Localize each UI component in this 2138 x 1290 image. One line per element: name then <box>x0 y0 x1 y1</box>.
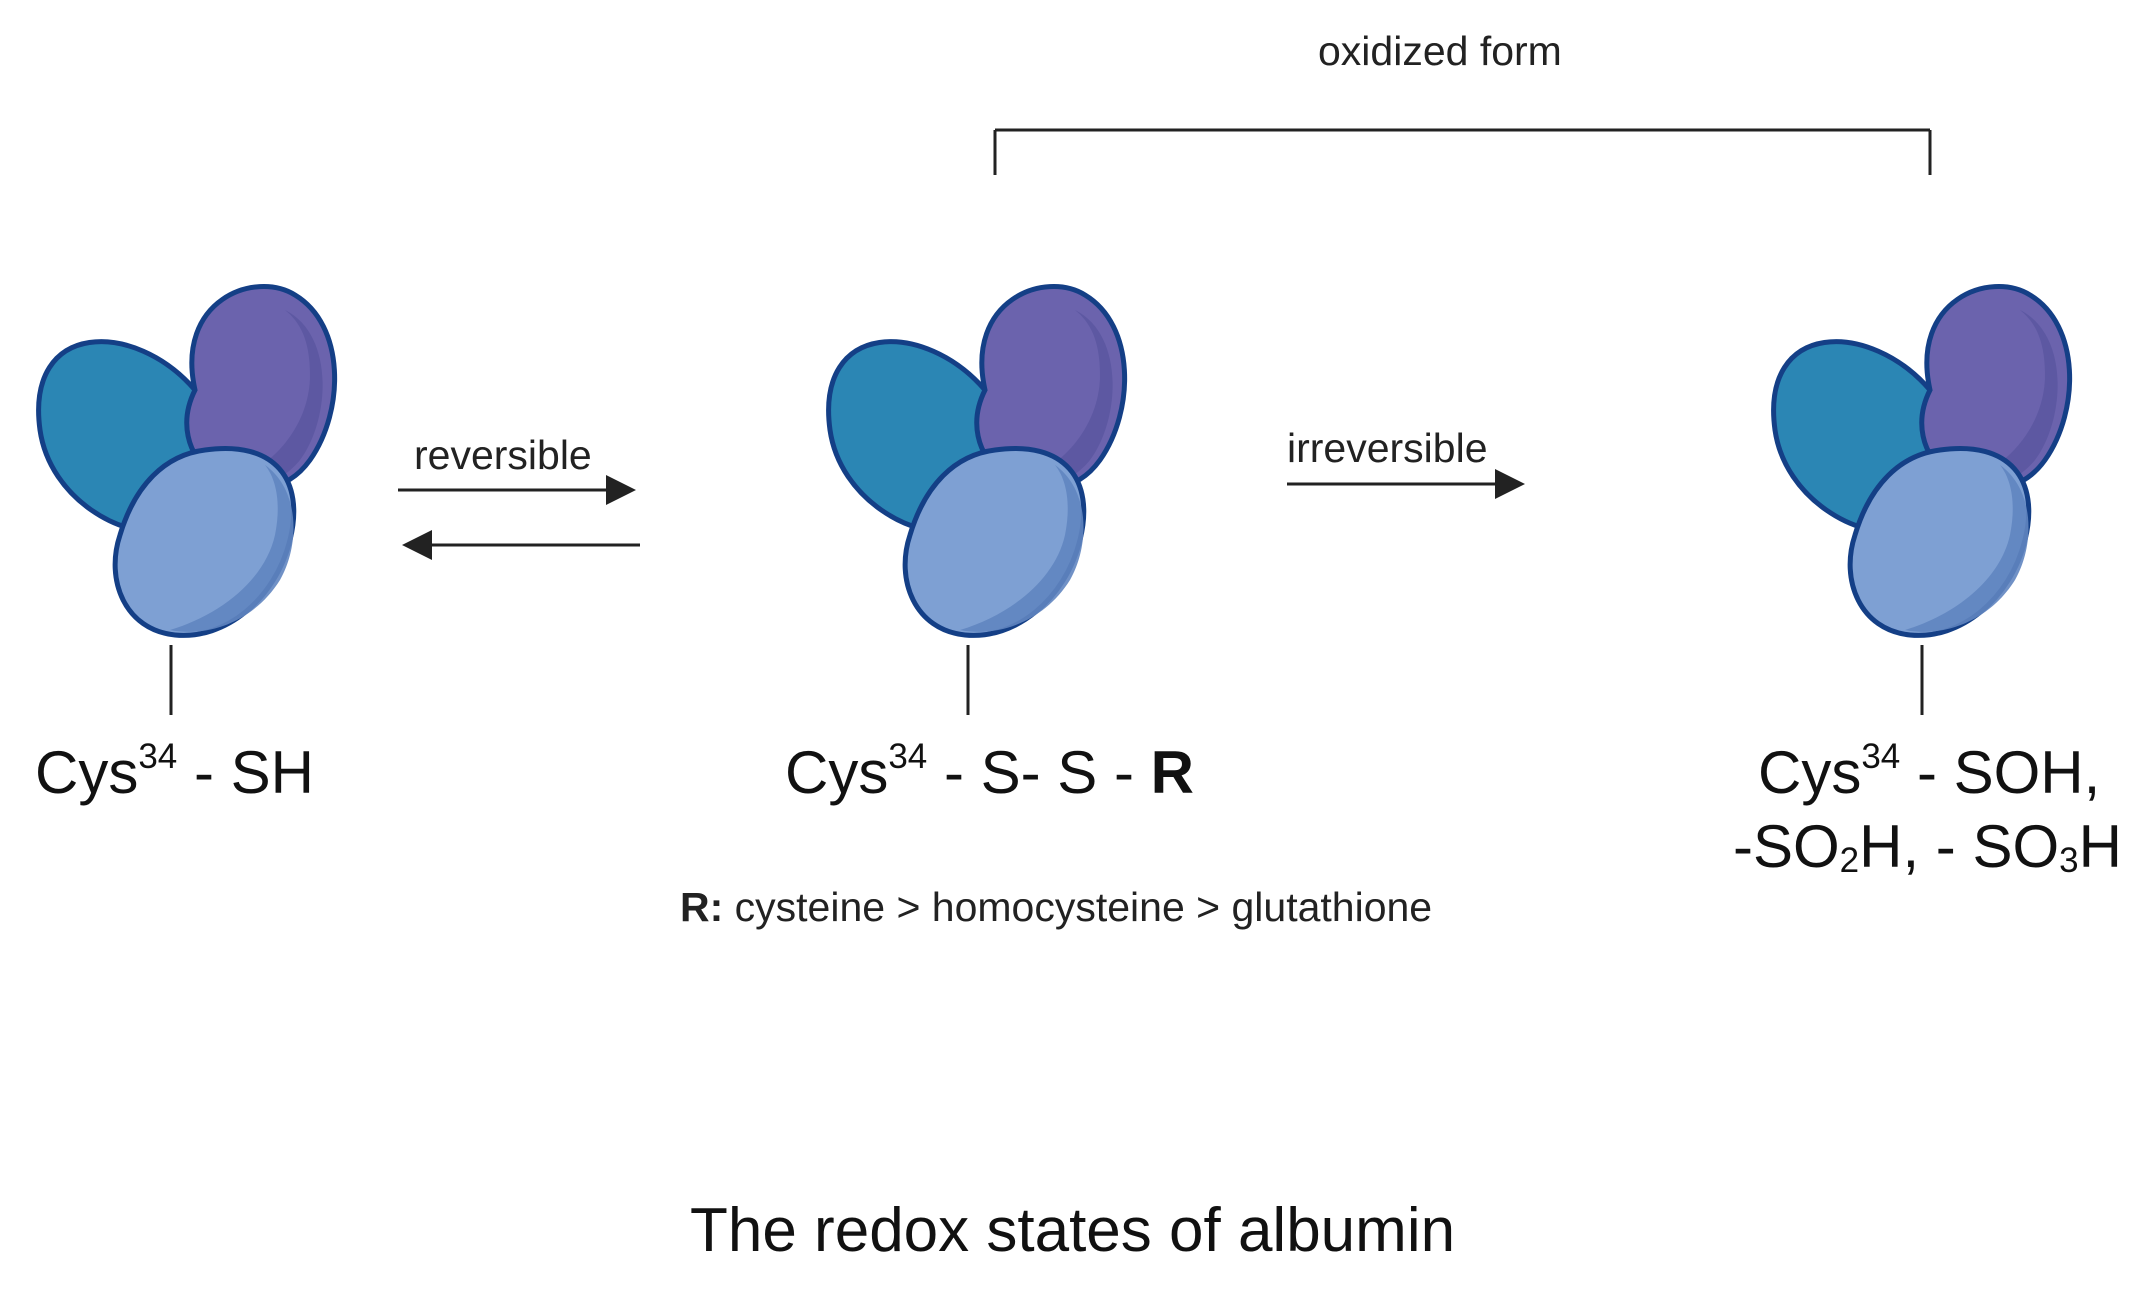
oxidized-form-label: oxidized form <box>1318 28 1562 74</box>
subscript-2: 2 <box>1839 841 1860 880</box>
diagram-caption: The redox states of albumin <box>690 1196 1456 1265</box>
so2h-prefix-text: -SO <box>1733 813 1840 880</box>
cys-text: Cys <box>1758 739 1862 806</box>
r-group-text: R <box>1150 739 1194 806</box>
irreversible-state-label-line2: -SO2H, - SO3H <box>1733 812 2122 881</box>
albumin-protein-icon <box>39 287 335 636</box>
albumin-protein-icon <box>829 287 1125 636</box>
cys-text: Cys <box>785 739 889 806</box>
reduced-state-label: Cys34 - SH <box>35 738 314 807</box>
albumin-protein-icon <box>1774 287 2070 636</box>
soh-text: - SOH, <box>1900 739 2101 806</box>
cys-superscript: 34 <box>138 737 178 776</box>
mixed-disulfide-state-label: Cys34 - S- S - R <box>785 738 1194 807</box>
disulfide-text: - S- S - <box>927 739 1151 806</box>
irreversible-label: irreversible <box>1287 425 1488 471</box>
r-note-key: R: <box>680 884 724 930</box>
cys-text: Cys <box>35 739 139 806</box>
subscript-3: 3 <box>2059 841 2079 880</box>
sh-text: - SH <box>177 739 314 806</box>
oxidized-form-bracket <box>993 128 1932 175</box>
h-text: H <box>2078 813 2122 880</box>
so3h-prefix-text: H, - SO <box>1859 813 2060 880</box>
irreversible-state-label-line1: Cys34 - SOH, <box>1758 738 2100 807</box>
cys-superscript: 34 <box>888 737 928 776</box>
r-group-note: R: cysteine > homocysteine > glutathione <box>680 884 1432 931</box>
reversible-label: reversible <box>414 432 592 478</box>
r-note-text: cysteine > homocysteine > glutathione <box>723 884 1433 930</box>
cys-superscript: 34 <box>1861 737 1901 776</box>
